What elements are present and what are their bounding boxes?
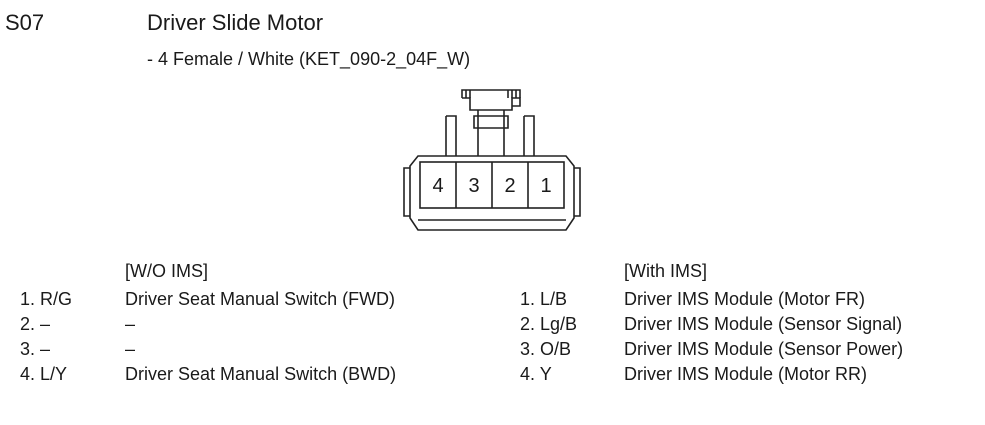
connector-diagram: 4 3 2 1 xyxy=(403,89,581,231)
pin-row: 4. Y Driver IMS Module (Motor RR) xyxy=(520,362,980,387)
connector-post-right xyxy=(523,115,535,156)
pin-row: 3. O/B Driver IMS Module (Sensor Power) xyxy=(520,337,980,362)
pin-description: Driver Seat Manual Switch (FWD) xyxy=(125,289,396,309)
pin-description: Driver IMS Module (Motor RR) xyxy=(624,364,868,384)
pin-wire: 2. – xyxy=(20,314,51,334)
pin-wire: 3. – xyxy=(20,339,51,359)
connector-pin-label: 4 xyxy=(432,175,443,197)
pin-row: 3. – – xyxy=(20,337,490,362)
connector-housing xyxy=(409,155,575,231)
pin-row: 2. Lg/B Driver IMS Module (Sensor Signal… xyxy=(520,312,980,337)
connector-latch-clip xyxy=(462,97,521,111)
without-ims-heading: [W/O IMS] xyxy=(125,261,208,281)
connector-post-left xyxy=(445,115,457,156)
connector-pin-label: 3 xyxy=(468,175,479,197)
pin-row: 4. L/Y Driver Seat Manual Switch (BWD) xyxy=(20,362,490,387)
connector-pin-label: 1 xyxy=(540,175,551,197)
pin-row: 1. R/G Driver Seat Manual Switch (FWD) xyxy=(20,287,490,312)
connector-subtitle: - 4 Female / White (KET_090-2_04F_W) xyxy=(147,49,471,69)
with-ims-pin-list: 1. L/B Driver IMS Module (Motor FR) 2. L… xyxy=(520,287,980,387)
pin-wire: 1. L/B xyxy=(520,289,568,309)
pin-row: 1. L/B Driver IMS Module (Motor FR) xyxy=(520,287,980,312)
pin-wire: 3. O/B xyxy=(520,339,572,359)
connector-pin-label: 2 xyxy=(504,175,515,197)
pin-wire: 2. Lg/B xyxy=(520,314,578,334)
connector-title: Driver Slide Motor xyxy=(147,10,324,35)
connector-code: S07 xyxy=(5,10,45,35)
pin-description: – xyxy=(125,314,136,334)
with-ims-heading: [With IMS] xyxy=(624,261,708,281)
connector-latch-body xyxy=(477,110,505,156)
pin-description: – xyxy=(125,339,136,359)
pin-description: Driver IMS Module (Sensor Signal) xyxy=(624,314,903,334)
without-ims-pin-list: 1. R/G Driver Seat Manual Switch (FWD) 2… xyxy=(20,287,490,387)
pin-description: Driver Seat Manual Switch (BWD) xyxy=(125,364,397,384)
pin-wire: 4. Y xyxy=(520,364,552,384)
pin-row: 2. – – xyxy=(20,312,490,337)
pin-wire: 1. R/G xyxy=(20,289,73,309)
pin-wire: 4. L/Y xyxy=(20,364,68,384)
connector-latch-top xyxy=(461,89,521,98)
pin-description: Driver IMS Module (Motor FR) xyxy=(624,289,866,309)
pin-description: Driver IMS Module (Sensor Power) xyxy=(624,339,904,359)
